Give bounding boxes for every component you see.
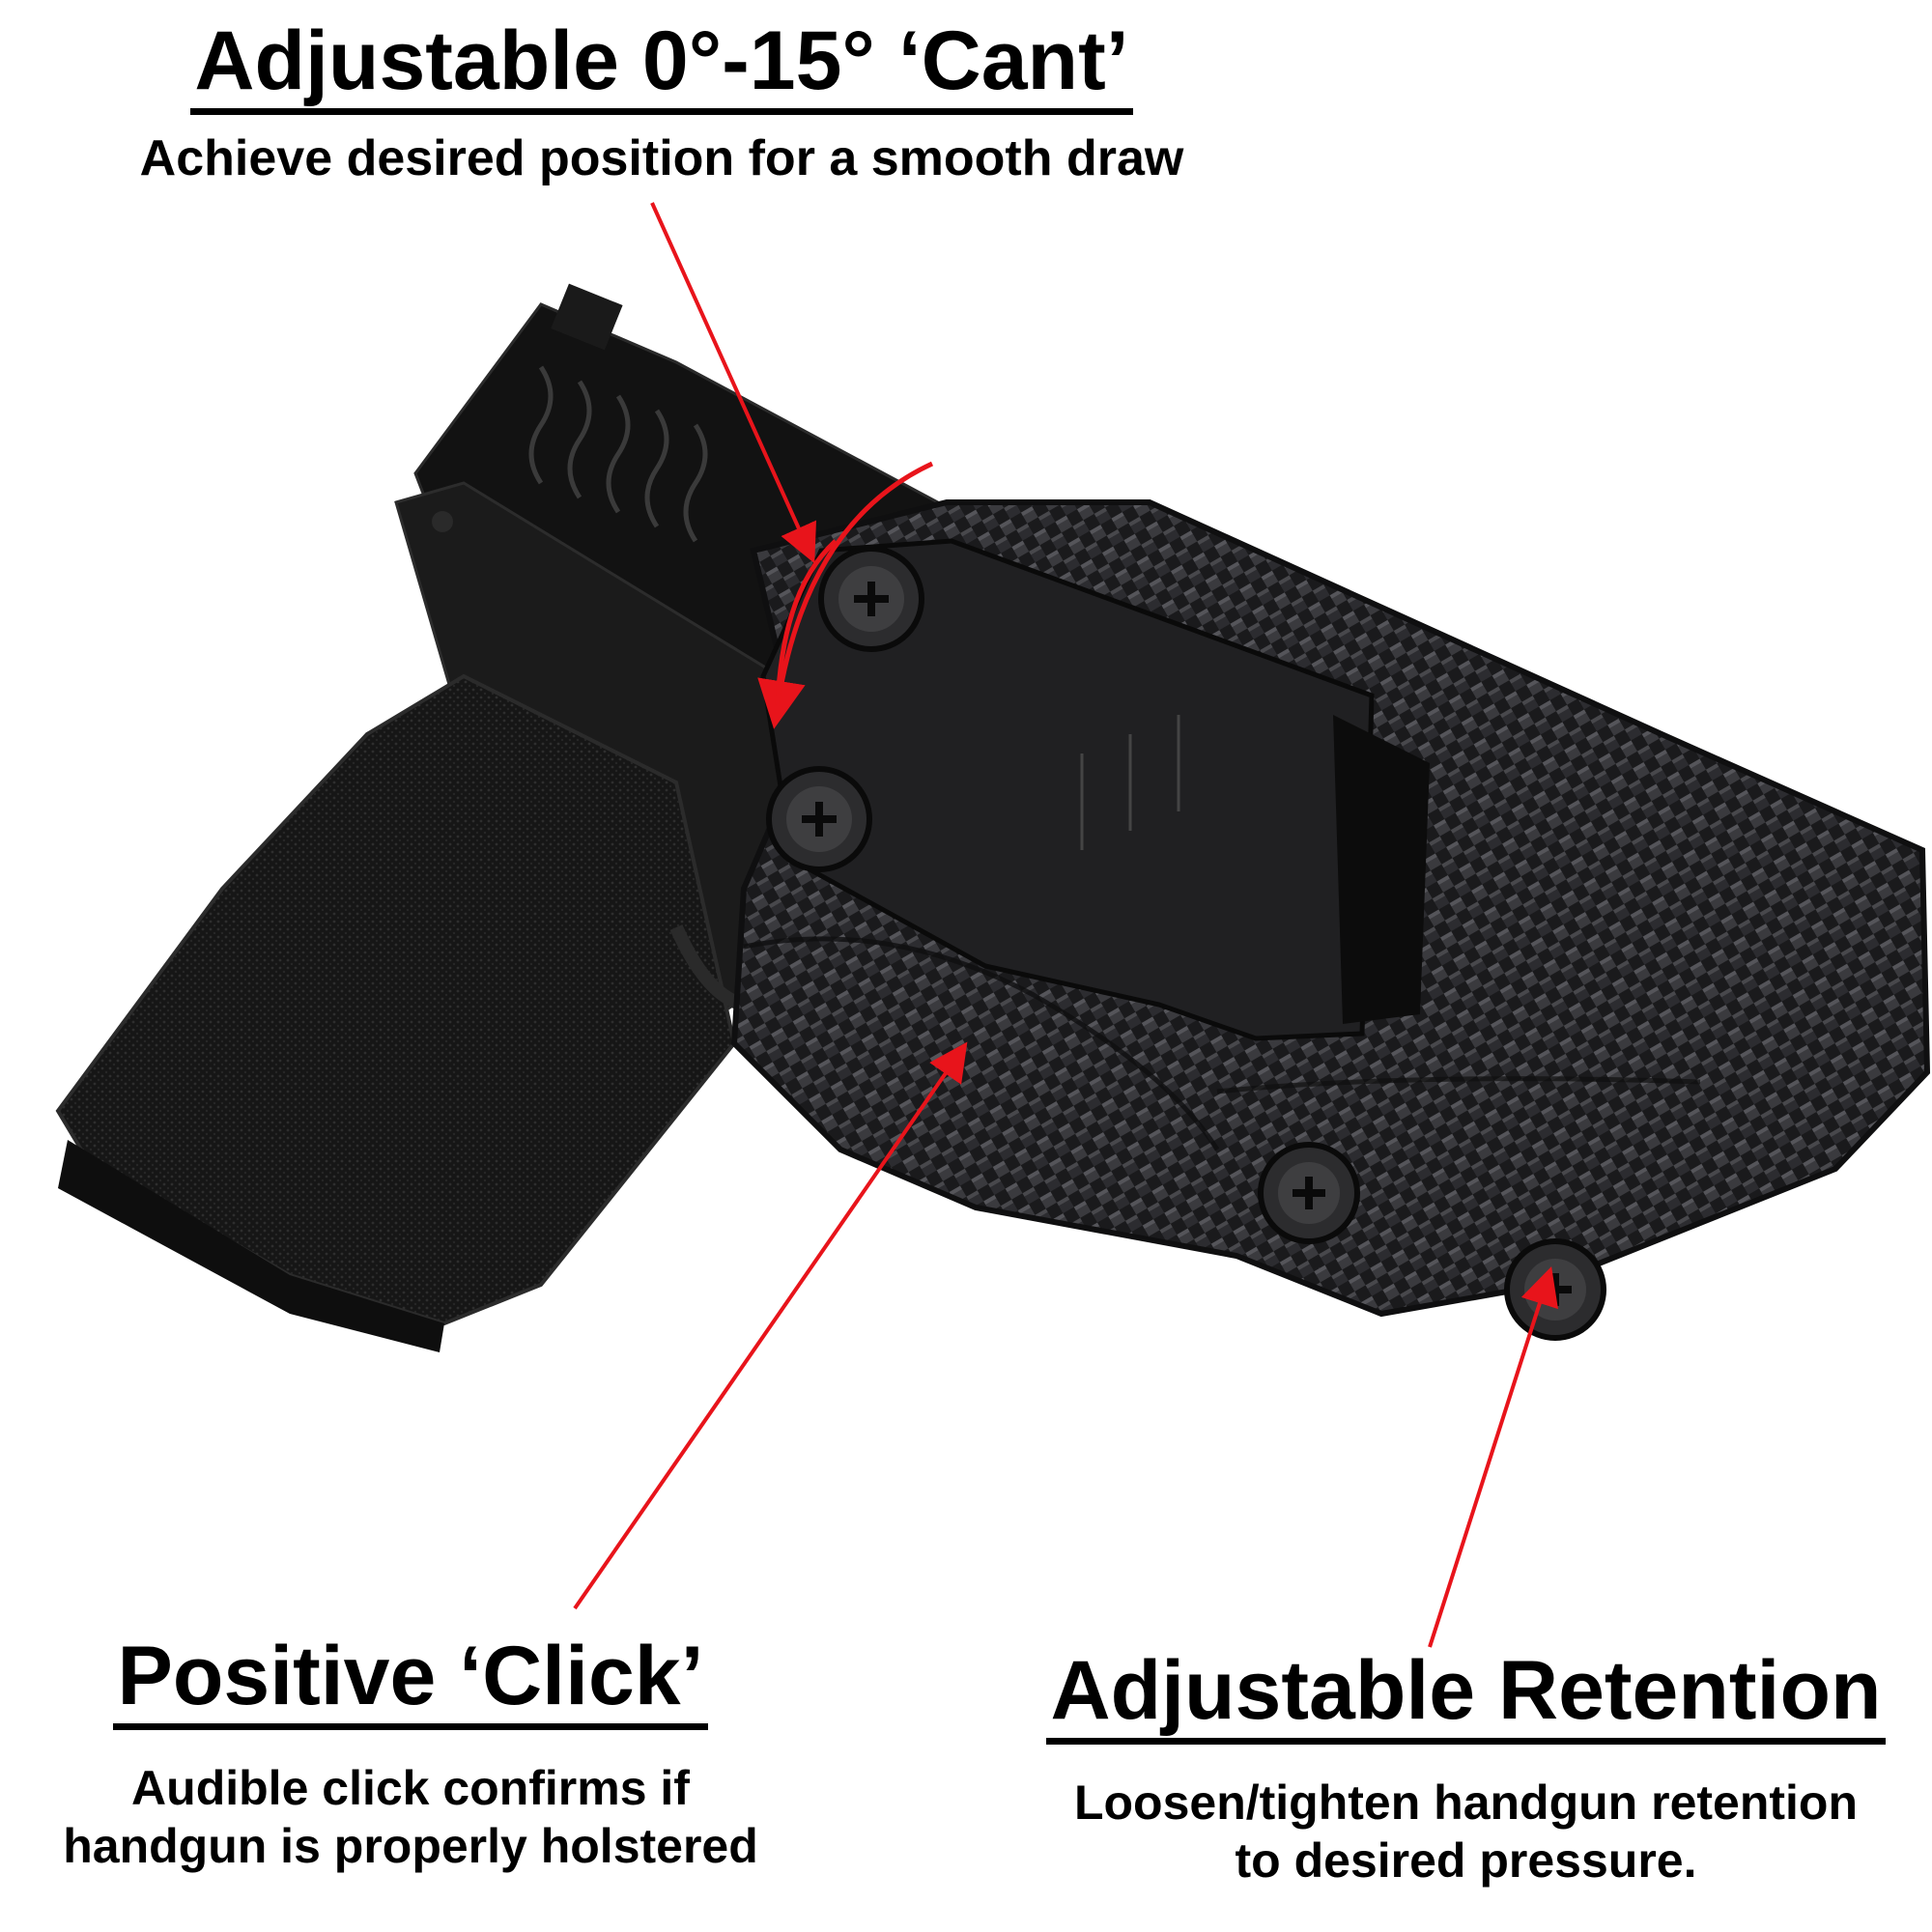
retention-callout: Adjustable Retention Loosen/tighten hand…	[1000, 1647, 1932, 1889]
click-description-line: Audible click confirms if	[131, 1761, 690, 1816]
retention-heading: Adjustable Retention	[1046, 1647, 1886, 1746]
click-description: Audible click confirms if handgun is pro…	[0, 1759, 821, 1875]
cant-description: Achieve desired position for a smooth dr…	[139, 130, 1184, 187]
click-callout: Positive ‘Click’ Audible click confirms …	[0, 1633, 821, 1875]
click-arrow	[573, 1041, 968, 1610]
cant-heading: Adjustable 0°-15° ‘Cant’	[190, 17, 1133, 116]
cant-rotation-arrow	[757, 461, 934, 729]
holster	[730, 499, 1931, 1318]
retention-description-line: Loosen/tighten handgun retention	[1073, 1776, 1859, 1831]
retention-description-line: to desired pressure.	[1235, 1833, 1697, 1889]
click-description-line: handgun is properly holstered	[63, 1819, 758, 1874]
click-heading: Positive ‘Click’	[113, 1633, 708, 1731]
clip-screw-icon	[766, 546, 924, 872]
cant-arrow	[650, 202, 817, 564]
callout-arrows	[573, 202, 1558, 1648]
retention-description: Loosen/tighten handgun retention to desi…	[1000, 1774, 1932, 1889]
retention-screw-icon	[1258, 1142, 1606, 1341]
cant-callout: Adjustable 0°-15° ‘Cant’ Achieve desired…	[58, 17, 1265, 189]
retention-arrow	[1428, 1265, 1558, 1648]
